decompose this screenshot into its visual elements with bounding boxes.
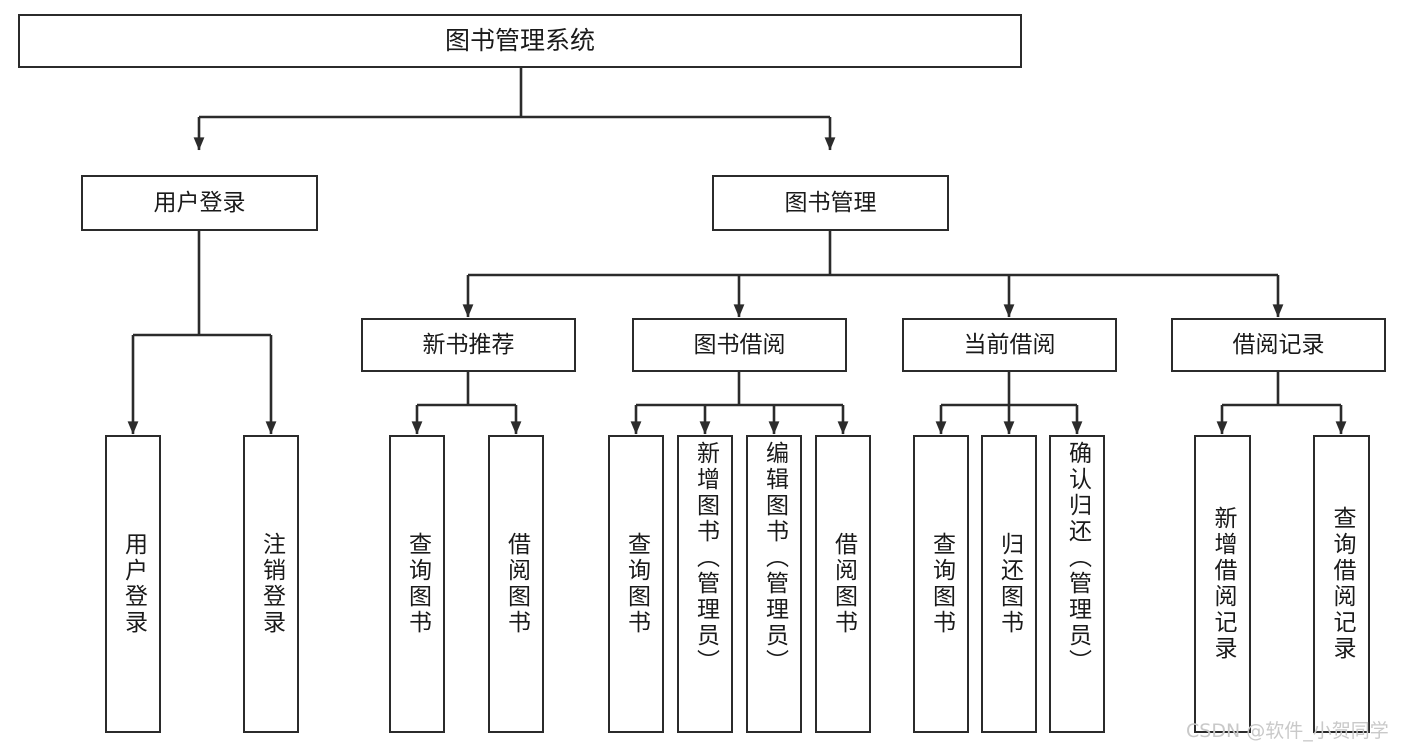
node-leaf-query-record[interactable]: 查询借阅记录: [1313, 435, 1370, 733]
node-user-login[interactable]: 用户登录: [81, 175, 318, 231]
node-leaf-confirm-return-admin[interactable]: 确认归还（管理员）: [1049, 435, 1105, 733]
node-borrow-record-label: 借阅记录: [1232, 331, 1325, 358]
node-new-book-recommend[interactable]: 新书推荐: [361, 318, 576, 372]
node-leaf-query-book-3-label: 查询图书: [928, 532, 955, 636]
node-leaf-query-record-label: 查询借阅记录: [1329, 506, 1355, 662]
node-leaf-borrow-book-2[interactable]: 借阅图书: [815, 435, 871, 733]
node-root[interactable]: 图书管理系统: [18, 14, 1022, 68]
watermark: CSDN @软件_小贺同学: [1186, 720, 1389, 742]
node-new-book-recommend-label: 新书推荐: [422, 331, 515, 358]
node-current-borrow[interactable]: 当前借阅: [902, 318, 1117, 372]
node-leaf-confirm-return-admin-label: 确认归还（管理员）: [1064, 441, 1091, 675]
node-leaf-borrow-book-1[interactable]: 借阅图书: [488, 435, 544, 733]
node-leaf-edit-book-admin-label: 编辑图书（管理员）: [761, 441, 788, 675]
node-book-manage-label: 图书管理: [784, 189, 877, 216]
node-leaf-return-book[interactable]: 归还图书: [981, 435, 1037, 733]
node-leaf-add-record-label: 新增借阅记录: [1210, 506, 1236, 662]
node-leaf-query-book-2-label: 查询图书: [623, 532, 650, 636]
node-leaf-borrow-book-2-label: 借阅图书: [830, 532, 857, 636]
node-leaf-query-book-1-label: 查询图书: [404, 532, 431, 636]
node-root-label: 图书管理系统: [444, 25, 595, 55]
node-current-borrow-label: 当前借阅: [963, 331, 1056, 358]
node-leaf-edit-book-admin[interactable]: 编辑图书（管理员）: [746, 435, 802, 733]
node-book-borrow[interactable]: 图书借阅: [632, 318, 847, 372]
node-book-borrow-label: 图书借阅: [693, 331, 786, 358]
node-leaf-add-book-admin-label: 新增图书（管理员）: [692, 441, 719, 675]
node-leaf-user-login[interactable]: 用户登录: [105, 435, 161, 733]
node-leaf-query-book-2[interactable]: 查询图书: [608, 435, 664, 733]
node-leaf-logout[interactable]: 注销登录: [243, 435, 299, 733]
node-borrow-record[interactable]: 借阅记录: [1171, 318, 1386, 372]
node-leaf-query-book-3[interactable]: 查询图书: [913, 435, 969, 733]
node-leaf-query-book-1[interactable]: 查询图书: [389, 435, 445, 733]
node-leaf-return-book-label: 归还图书: [996, 532, 1023, 636]
node-book-manage[interactable]: 图书管理: [712, 175, 949, 231]
node-user-login-label: 用户登录: [153, 189, 246, 216]
node-leaf-add-record[interactable]: 新增借阅记录: [1194, 435, 1251, 733]
node-leaf-logout-label: 注销登录: [258, 532, 285, 636]
node-leaf-add-book-admin[interactable]: 新增图书（管理员）: [677, 435, 733, 733]
node-leaf-user-login-label: 用户登录: [120, 532, 147, 636]
node-leaf-borrow-book-1-label: 借阅图书: [503, 532, 530, 636]
